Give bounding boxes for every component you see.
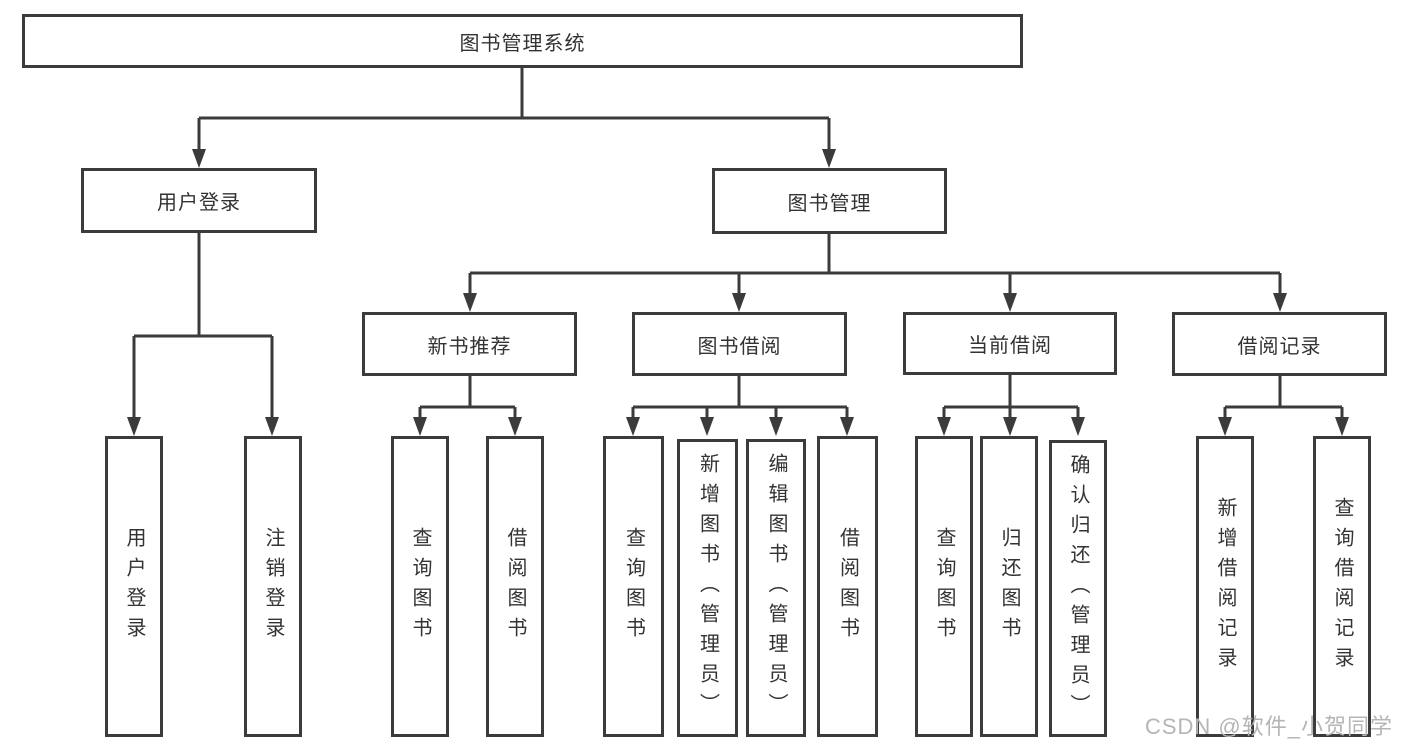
- leaf-edit-book-admin-label: 编辑图书（管理员）: [765, 453, 787, 723]
- leaf-query-borrow-record-label: 查询借阅记录: [1331, 496, 1353, 677]
- node-book-borrow: 图书借阅: [632, 312, 847, 376]
- leaf-add-borrow-record: 新增借阅记录: [1196, 436, 1254, 737]
- leaf-logout-label: 注销登录: [262, 526, 284, 647]
- leaf-add-book-admin: 新增图书（管理员）: [677, 439, 738, 737]
- leaf-borrow-book-1-label: 借阅图书: [504, 526, 526, 647]
- leaf-add-book-admin-label: 新增图书（管理员）: [696, 453, 719, 723]
- node-new-book-recommend-label: 新书推荐: [427, 335, 512, 358]
- leaf-user-login-label: 用户登录: [123, 526, 145, 647]
- leaf-query-book-1: 查询图书: [391, 436, 449, 737]
- leaf-query-book-2-label: 查询图书: [622, 526, 645, 647]
- leaf-edit-book-admin: 编辑图书（管理员）: [746, 439, 806, 737]
- arrowheads: [127, 149, 1349, 436]
- watermark-text: CSDN @软件_小贺同学: [1144, 714, 1393, 739]
- leaf-borrow-book-2: 借阅图书: [817, 436, 878, 737]
- leaf-query-book-2: 查询图书: [603, 436, 664, 737]
- node-new-book-recommend: 新书推荐: [362, 312, 577, 376]
- leaf-borrow-book-2-label: 借阅图书: [836, 526, 859, 647]
- node-borrow-records-label: 借阅记录: [1237, 335, 1322, 358]
- leaf-query-borrow-record: 查询借阅记录: [1313, 436, 1371, 737]
- node-system-root: 图书管理系统: [22, 14, 1023, 68]
- node-current-borrow: 当前借阅: [903, 312, 1117, 375]
- node-book-management: 图书管理: [712, 168, 947, 234]
- node-user-login-label: 用户登录: [157, 192, 241, 214]
- leaf-confirm-return-admin-label: 确认归还（管理员）: [1067, 453, 1089, 724]
- leaf-query-book-3-label: 查询图书: [933, 526, 955, 647]
- leaf-query-book-3: 查询图书: [915, 436, 973, 737]
- node-borrow-records: 借阅记录: [1172, 312, 1387, 376]
- node-user-login: 用户登录: [81, 168, 317, 233]
- leaf-logout: 注销登录: [244, 436, 302, 737]
- leaf-query-book-1-label: 查询图书: [409, 526, 431, 647]
- leaf-user-login: 用户登录: [105, 436, 163, 737]
- node-system-root-label: 图书管理系统: [459, 32, 586, 55]
- leaf-confirm-return-admin: 确认归还（管理员）: [1049, 440, 1107, 737]
- leaf-return-book-label: 归还图书: [998, 526, 1020, 647]
- leaf-borrow-book-1: 借阅图书: [486, 436, 544, 737]
- node-book-management-label: 图书管理: [787, 192, 872, 215]
- leaf-add-borrow-record-label: 新增借阅记录: [1214, 496, 1236, 677]
- leaf-return-book: 归还图书: [980, 436, 1038, 737]
- node-current-borrow-label: 当前借阅: [968, 335, 1052, 357]
- node-book-borrow-label: 图书借阅: [697, 335, 782, 358]
